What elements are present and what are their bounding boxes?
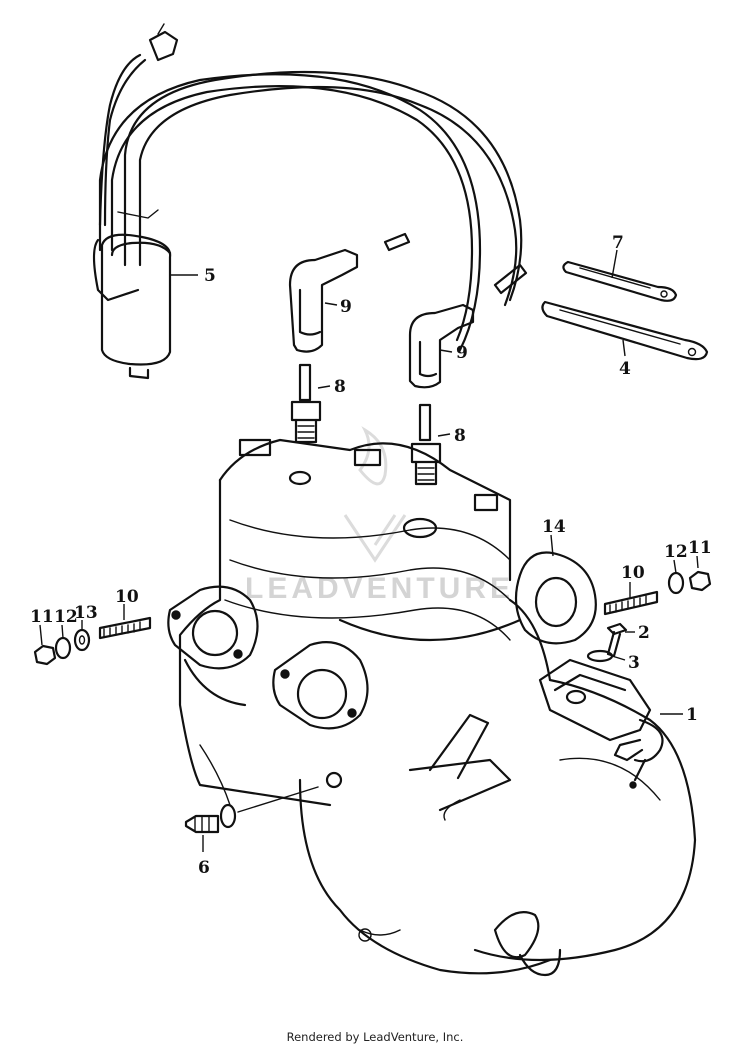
nut-right[interactable]: [688, 570, 712, 592]
watermark-text: LEADVENTURE: [245, 572, 514, 605]
spark-plug-cap-left[interactable]: [288, 248, 359, 353]
lock-washer-left[interactable]: [54, 636, 72, 660]
callout-11-right: 11: [688, 538, 712, 558]
callout-12-left: 12: [54, 607, 78, 627]
drain-bolt[interactable]: [184, 771, 343, 834]
engine-block: [178, 438, 697, 977]
pulser-unit[interactable]: [538, 658, 664, 789]
stud-left[interactable]: [98, 616, 152, 640]
nut-left[interactable]: [33, 644, 57, 666]
callout-4: 4: [619, 359, 631, 379]
callout-2: 2: [638, 623, 650, 643]
spark-plug-left[interactable]: [290, 363, 322, 444]
callout-7: 7: [612, 233, 624, 253]
callout-6: 6: [198, 858, 210, 878]
gasket[interactable]: [514, 551, 597, 645]
callout-11-left: 11: [30, 607, 54, 627]
washer-left[interactable]: [73, 628, 91, 652]
spark-plug-cap-right[interactable]: [408, 303, 475, 389]
callout-3: 3: [628, 653, 640, 673]
leader-lines: [39, 249, 699, 852]
callout-10-left: 10: [115, 587, 139, 607]
intake-port-left: [167, 585, 259, 670]
intake-port-right: [272, 641, 369, 730]
footer-credit: Rendered by LeadVenture, Inc.: [286, 1030, 464, 1044]
callout-13: 13: [74, 603, 98, 623]
ignition-coil[interactable]: [92, 23, 528, 380]
watermark: LEADVENTURE: [245, 426, 514, 605]
callout-10-right: 10: [621, 563, 645, 583]
callouts: 5 9 9 8 8 7 4 14 10 10 2 3 1 11 12 13 12…: [30, 233, 712, 878]
callout-8-left: 8: [334, 377, 346, 397]
callout-8-right: 8: [454, 426, 466, 446]
callout-5: 5: [204, 266, 216, 286]
stud-right[interactable]: [603, 590, 659, 616]
lock-washer-right[interactable]: [667, 571, 685, 595]
callout-1: 1: [686, 705, 698, 725]
strap-lower[interactable]: [541, 300, 709, 361]
callout-9-left: 9: [340, 297, 352, 317]
bolt[interactable]: [606, 622, 628, 658]
callout-9-right: 9: [456, 343, 468, 363]
spark-plug-right[interactable]: [410, 403, 442, 486]
strap-upper[interactable]: [562, 260, 678, 302]
washer[interactable]: [586, 649, 614, 663]
callout-14: 14: [542, 517, 566, 537]
callout-12-right: 12: [664, 542, 688, 562]
